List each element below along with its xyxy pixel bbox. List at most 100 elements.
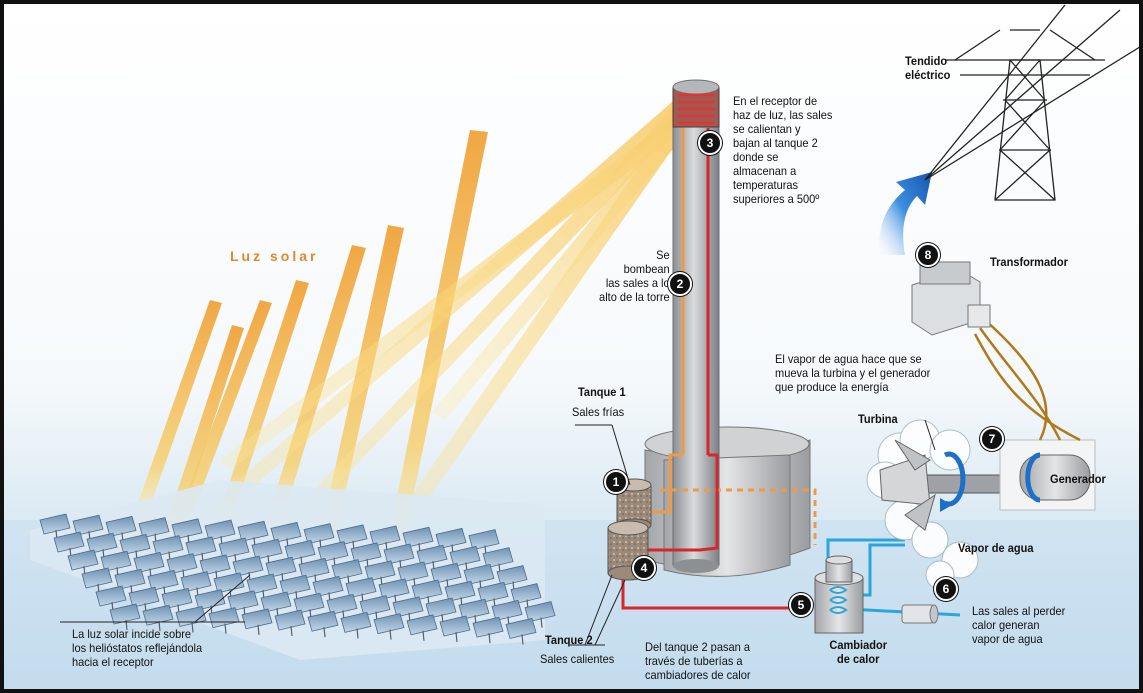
heliostat-stand: [323, 627, 326, 638]
receptor-label: En el receptor de haz de luz, las sales …: [733, 94, 833, 206]
heliostat-mirror: [185, 536, 217, 558]
sunlight-label: Luz solar: [230, 248, 319, 264]
heliostat-mirror: [100, 550, 132, 572]
heliostat-mirror: [279, 574, 311, 596]
heliostat-mirror: [406, 614, 438, 636]
heliostat-mirror: [72, 514, 104, 536]
heliostat-mirror: [312, 575, 344, 597]
heliostat-mirror: [241, 608, 273, 630]
heliostat-mirror: [345, 577, 377, 599]
generator-label: Generador: [1050, 472, 1106, 486]
heliostat-mirror: [86, 532, 118, 554]
heliostat-mirror: [180, 571, 212, 593]
steam-label: Vapor de agua: [958, 541, 1034, 555]
steam-turbine-note: El vapor de agua hace que se mueva la tu…: [775, 352, 931, 394]
heliostat-mirror: [53, 531, 85, 553]
heliostat-mirror: [505, 617, 537, 639]
heliostat-mirror: [274, 609, 306, 631]
heliostat-mirror: [510, 583, 542, 605]
heliostat-mirror: [463, 563, 495, 585]
heliostat-mirror: [477, 581, 509, 603]
heliostat-mirror: [260, 591, 292, 613]
leader-lines: [60, 419, 936, 646]
heliostat-mirror: [416, 544, 448, 566]
salts-cooling-note: Las sales al perder calor generan vapor …: [972, 604, 1066, 646]
heliostat-mirror: [114, 568, 146, 590]
heliostat-mirror: [378, 578, 410, 600]
heliostat-mirror: [482, 547, 514, 569]
steam-outlet: [901, 604, 939, 624]
pipes-note: Del tanque 2 pasan a través de tuberías …: [645, 640, 751, 682]
heliostat-stand: [158, 621, 161, 632]
heliostat-stand: [290, 625, 293, 637]
heliostat-mirror: [293, 592, 325, 614]
heliostat-mirror: [265, 556, 297, 578]
heliostat-stand: [356, 628, 359, 639]
heliostat-mirror: [227, 590, 259, 612]
heliostat-mirror: [373, 613, 405, 635]
heliostat-mirror: [119, 533, 151, 555]
heliostat-mirror: [449, 545, 481, 567]
heliostat-panels: [39, 513, 556, 645]
heliostat-mirror: [369, 525, 401, 547]
step-5-badge: 5: [789, 593, 813, 617]
heliostat-mirror: [213, 572, 245, 594]
heliostat-mirror: [204, 519, 236, 541]
heliostat-mirror: [95, 585, 127, 607]
heliostat-stand: [389, 629, 392, 640]
heliostat-mirror: [166, 553, 198, 575]
heliostat-note: La luz solar incide sobre los helióstato…: [72, 627, 203, 669]
tank-1-title: Tanque 1: [578, 385, 626, 399]
step-8-badge: 8: [916, 243, 940, 267]
heliostat-mirror: [472, 616, 504, 638]
heliostat-mirror: [199, 554, 231, 576]
heliostat-mirror: [326, 593, 358, 615]
heliostat-mirror: [468, 529, 500, 551]
heliostat-stand: [521, 634, 524, 645]
heliostat-stand: [488, 633, 491, 644]
heliostat-mirror: [336, 524, 368, 546]
heliostat-mirror: [194, 589, 226, 611]
heliostat-mirror: [81, 567, 113, 589]
step-4-badge: 4: [632, 556, 656, 580]
heliostat-mirror: [317, 541, 349, 563]
power-line-label: Tendido eléctrico: [905, 54, 951, 82]
heliostat-mirror: [284, 539, 316, 561]
heliostat-stand: [257, 624, 260, 635]
tank-2-subtitle: Sales calientes: [540, 652, 615, 666]
solar-tower: [644, 79, 811, 577]
heliostat-mirror: [298, 557, 330, 579]
heliostat-mirror: [439, 615, 471, 637]
heat-exchanger: [814, 555, 864, 634]
transformer-label: Transformador: [990, 255, 1068, 269]
heliostat-mirror: [425, 597, 457, 619]
turbine-label: Turbina: [858, 412, 898, 426]
heliostat-mirror: [331, 559, 363, 581]
heliostat-mirror: [458, 598, 490, 620]
pump-label: Se bombean las sales a lo alto de la tor…: [599, 248, 670, 304]
heliostat-mirror: [218, 537, 250, 559]
heliostat-mirror: [435, 527, 467, 549]
step-2-badge: 2: [668, 272, 692, 296]
heliostat-mirror: [142, 604, 174, 626]
heliostat-mirror: [246, 573, 278, 595]
heliostat-mirror: [444, 580, 476, 602]
heliostat-mirror: [105, 515, 137, 537]
heliostat-mirror: [402, 526, 434, 548]
power-cables: [973, 319, 1081, 442]
heliostat-mirror: [138, 517, 170, 539]
heliostat-stand: [224, 623, 227, 634]
heliostat-mirror: [430, 562, 462, 584]
step-7-badge: 7: [980, 427, 1004, 451]
step-6-badge: 6: [934, 577, 958, 601]
transformer: [911, 261, 991, 336]
heliostat-stand: [191, 622, 194, 633]
generator: [999, 439, 1096, 511]
tank-2-title: Tanque 2: [545, 633, 593, 647]
heliostat-mirror: [147, 569, 179, 591]
heliostat-mirror: [161, 587, 193, 609]
heliostat-stand: [455, 631, 458, 643]
heliostat-mirror: [109, 603, 141, 625]
